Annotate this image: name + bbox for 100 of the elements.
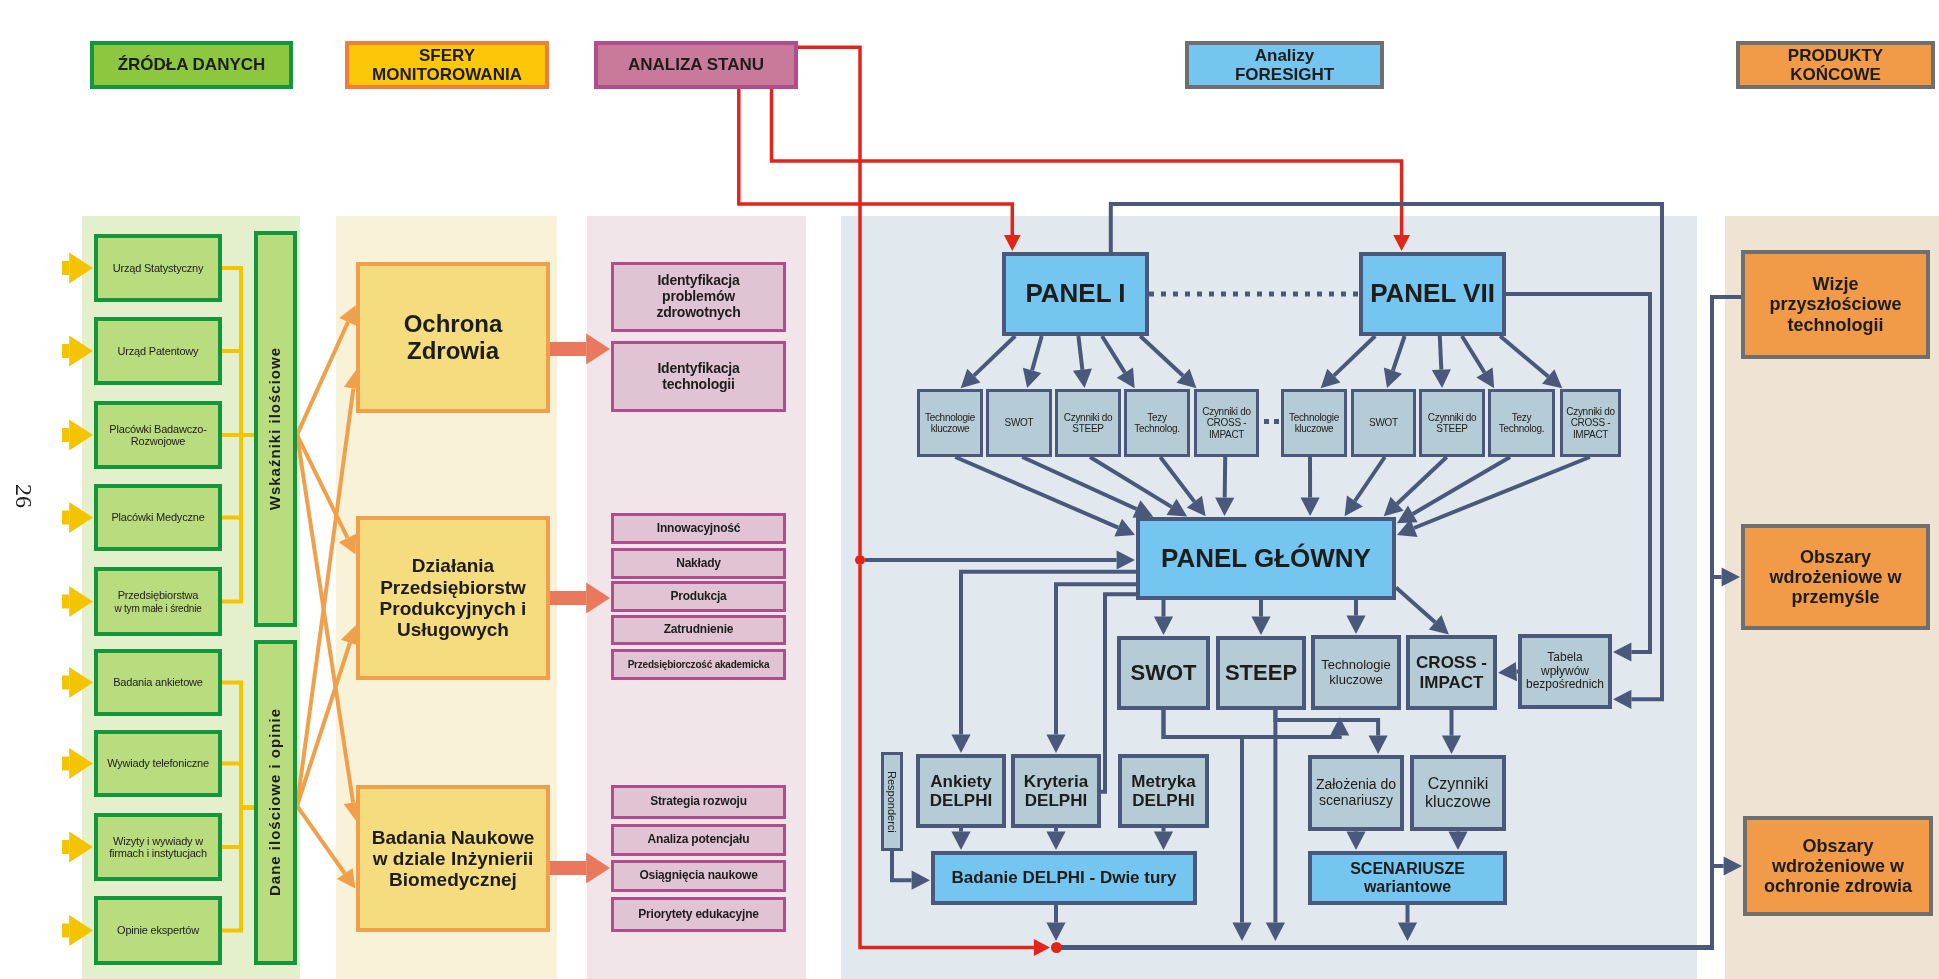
arrow (1158, 455, 1206, 517)
box-text: CROSS - IMPACT (1415, 653, 1488, 692)
arrow (62, 586, 93, 617)
source-box (94, 567, 222, 636)
box-text: Analizy FORESIGHT (1233, 45, 1336, 85)
method-box (917, 389, 983, 457)
header-box (90, 41, 293, 89)
box-text: Kryteria DELPHI (1022, 771, 1090, 811)
box-text: SWOT (1130, 660, 1197, 686)
method-box (1410, 755, 1506, 831)
arrow (62, 667, 93, 698)
source-box (94, 813, 222, 881)
method-box (1124, 389, 1190, 457)
respondent-bar (881, 752, 903, 851)
arrow (769, 89, 1410, 251)
header-box (345, 41, 549, 89)
arrow (1153, 600, 1174, 635)
box-text: Technologie kluczowe (1320, 657, 1392, 688)
panel-box (1308, 851, 1507, 905)
method-box (1117, 636, 1210, 710)
box-text: ANALIZA STANU (628, 55, 764, 75)
method-box (986, 389, 1052, 457)
arrow (1441, 710, 1462, 754)
arrow (62, 748, 93, 779)
method-box (1308, 755, 1404, 831)
box-text: Osiągnięcia naukowe (639, 869, 758, 883)
source-box (94, 649, 222, 716)
arrow (62, 502, 93, 533)
arrow (1138, 334, 1197, 389)
box-text: Identyfikacja technologii (656, 360, 741, 393)
box-text: Dane ilościowe i opinie (267, 708, 284, 897)
arrow (1108, 202, 1664, 709)
arrow (1498, 334, 1563, 389)
result-box (611, 824, 786, 856)
arrow (890, 851, 930, 890)
output-box (1741, 250, 1930, 359)
method-box (1560, 389, 1621, 457)
connector-line (1710, 294, 1741, 950)
box-text: Responderci (885, 770, 899, 833)
box-text: Metryka DELPHI (1130, 771, 1197, 811)
panel-box (1002, 252, 1149, 336)
method-box (1216, 636, 1306, 710)
box-text: PANEL I (1025, 279, 1126, 309)
output-box (1741, 524, 1930, 630)
arrow (550, 333, 610, 365)
box-text: Placówki Medyczne (111, 511, 205, 524)
box-text: Priorytety edukacyjne (638, 907, 759, 922)
box-text: Placówki Badawczo-Rozwojowe (108, 422, 208, 448)
method-box (1281, 389, 1347, 457)
box-text: Technologie kluczowe (1287, 411, 1341, 435)
method-box (1518, 634, 1612, 709)
arrow (1046, 905, 1066, 941)
box-text: STEEP (1224, 660, 1298, 686)
box-text: PANEL VII (1370, 279, 1495, 309)
source-box (94, 484, 222, 551)
box-text: PANEL GŁÓWNY (1161, 543, 1371, 574)
method-box (1055, 389, 1121, 457)
box-text: SWOT (1369, 417, 1398, 429)
arrow (62, 831, 93, 863)
category-bar (254, 640, 297, 965)
box-text: Czynniki do CROSS - IMPACT (1201, 406, 1252, 440)
arrow (1161, 710, 1252, 941)
arrow (1215, 456, 1235, 516)
box-text: Czynniki do STEEP (1426, 411, 1478, 435)
arrow (62, 335, 93, 367)
dotted-line (1149, 291, 1359, 297)
result-box (611, 785, 786, 819)
box-text: Wywiady telefoniczne (107, 757, 209, 770)
method-box (1011, 754, 1101, 828)
box-text: Czynniki do CROSS - IMPACT (1565, 406, 1616, 440)
result-box (611, 341, 786, 412)
box-text: Identyfikacja problemów zdrowotnych (655, 273, 742, 321)
arrow (1460, 334, 1495, 389)
box-text: Badanie DELPHI - Dwie tury (951, 868, 1177, 888)
collector-line (1051, 942, 1710, 953)
junction-dot (855, 555, 865, 565)
box-text: Wizyty i wywiady w firmach i instytucjach (108, 834, 208, 860)
box-text: Analiza potencjału (647, 833, 750, 847)
box-text: Nakłady (676, 556, 721, 571)
arrow (865, 550, 1135, 570)
source-box (94, 234, 222, 302)
arrow (858, 565, 1050, 956)
arrow (62, 252, 93, 284)
output-box (1743, 816, 1933, 916)
box-text: Czynniki do STEEP (1062, 411, 1114, 435)
arrow (1300, 457, 1320, 516)
box-text: Wskaźniki ilościowe (267, 347, 284, 511)
method-box (1311, 635, 1401, 710)
arrow (1498, 662, 1519, 682)
box-text: Ochrona Zdrowia (402, 310, 504, 365)
arrow (1396, 455, 1512, 524)
arrow (1153, 828, 1174, 850)
box-text: SFERY MONITOROWANIA (371, 45, 523, 85)
box-text: Urząd Statystyczny (112, 261, 204, 275)
source-box (94, 401, 222, 469)
category-bar (254, 231, 297, 627)
arrow (1046, 828, 1066, 850)
box-text: Założenia do scenariuszy (1314, 777, 1398, 809)
arrow (960, 334, 1017, 389)
box-text: SWOT (1004, 417, 1034, 429)
